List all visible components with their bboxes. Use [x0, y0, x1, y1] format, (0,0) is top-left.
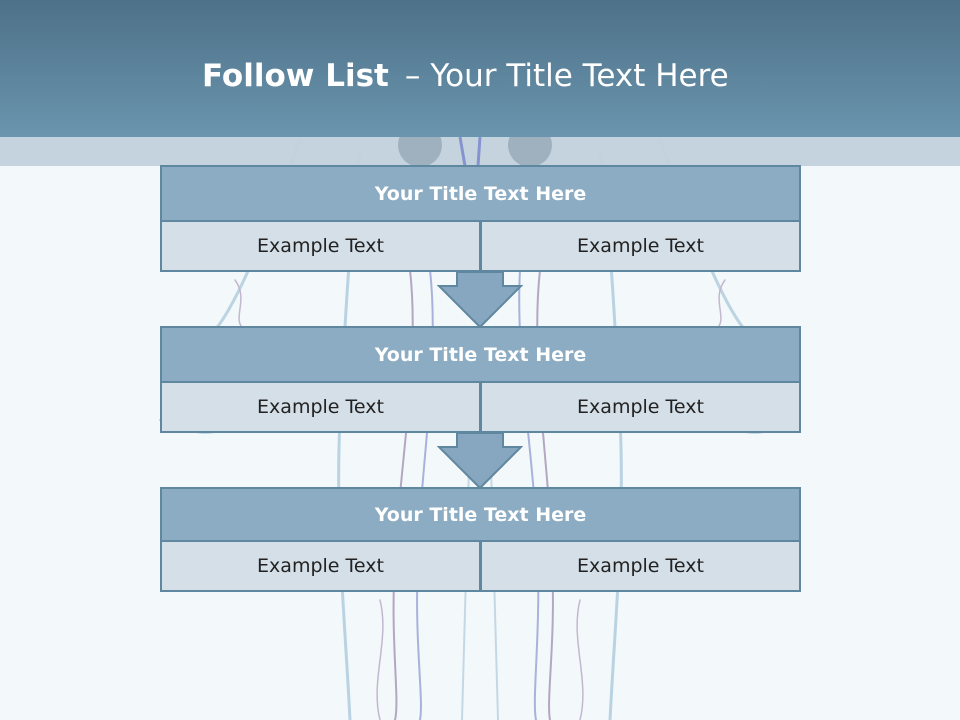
step-box-3: Your Title Text Here Example Text Exampl… — [160, 487, 801, 592]
step-cell-right: Example Text — [480, 542, 801, 592]
step-cell-left: Example Text — [160, 383, 481, 433]
title-bar — [0, 0, 960, 137]
page-title-bold: Follow List — [202, 58, 389, 94]
step-cell-right: Example Text — [480, 383, 801, 433]
step-title: Your Title Text Here — [160, 487, 801, 542]
page-title-rest: Your Title Text Here — [430, 58, 729, 94]
organ-silhouette — [398, 137, 552, 166]
step-box-1: Your Title Text Here Example Text Exampl… — [160, 165, 801, 272]
down-arrow-icon — [437, 272, 523, 328]
step-cell-left: Example Text — [160, 222, 481, 272]
step-title: Your Title Text Here — [160, 165, 801, 222]
step-cell-right: Example Text — [480, 222, 801, 272]
step-title: Your Title Text Here — [160, 326, 801, 383]
down-arrow-icon — [437, 433, 523, 489]
page-title: Follow List–Your Title Text Here — [202, 54, 729, 98]
page-title-separator: – — [404, 58, 421, 94]
step-cell-left: Example Text — [160, 542, 481, 592]
step-box-2: Your Title Text Here Example Text Exampl… — [160, 326, 801, 433]
